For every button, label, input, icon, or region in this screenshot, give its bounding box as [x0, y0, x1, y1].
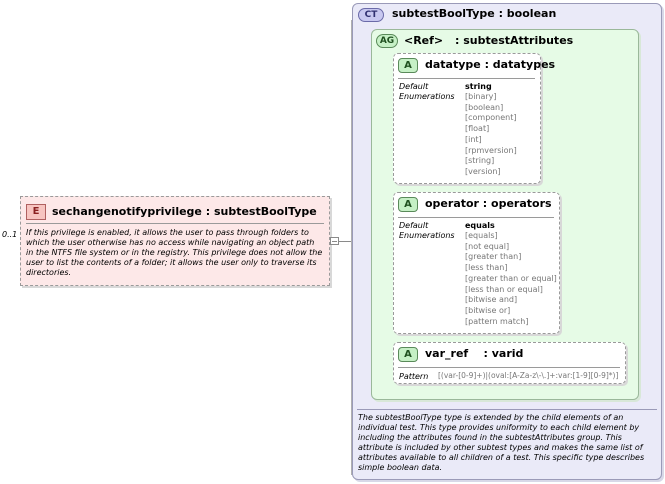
- attribute-operator-enum-label: Enumerations: [399, 231, 455, 240]
- attribute-var-ref-box[interactable]: [393, 342, 626, 384]
- attribute-operator-badge: A: [398, 197, 418, 212]
- connector-type-vertical: [351, 20, 352, 475]
- enum-value: [string]: [465, 156, 495, 166]
- attribute-var-ref-pattern-label: Pattern: [399, 372, 429, 381]
- enum-value: [float]: [465, 124, 490, 134]
- enum-value: [boolean]: [465, 102, 504, 112]
- attribute-datatype-default-label: Default: [399, 82, 429, 91]
- connector-element-to-type: [339, 241, 351, 242]
- attribute-var-ref-divider: [398, 367, 620, 368]
- enum-value: [less than or equal]: [465, 284, 543, 294]
- attribute-datatype-box[interactable]: [393, 53, 541, 184]
- enum-value: [bitwise or]: [465, 305, 511, 315]
- attribute-var-ref-badge: A: [398, 347, 418, 362]
- complex-type-doc-divider: [357, 409, 657, 410]
- attribute-datatype-enum-label: Enumerations: [399, 92, 455, 101]
- attribute-datatype-enum-list: [binary] [boolean] [component] [float] […: [465, 92, 517, 178]
- element-box[interactable]: [20, 196, 330, 286]
- enum-value: [greater than]: [465, 252, 522, 262]
- enum-value: [int]: [465, 134, 482, 144]
- attribute-datatype-badge: A: [398, 58, 418, 73]
- attribute-var-ref-title: var_ref : varid: [425, 347, 524, 360]
- enum-value: [version]: [465, 166, 501, 176]
- attribute-operator-enum-list: [equals] [not equal] [greater than] [les…: [465, 231, 557, 327]
- element-badge: E: [26, 204, 46, 220]
- attribute-group-name: : subtestAttributes: [455, 34, 574, 47]
- attribute-datatype-divider: [398, 78, 535, 79]
- enum-value: [component]: [465, 113, 517, 123]
- enum-value: [rpmversion]: [465, 145, 517, 155]
- attribute-group-ref: <Ref>: [404, 34, 444, 47]
- enum-value: [less than]: [465, 263, 508, 273]
- attribute-var-ref-pattern: [(var-[0-9]+)|(oval:[A-Za-z\-\.]+:var:[1…: [438, 371, 619, 380]
- attribute-operator-divider: [398, 217, 554, 218]
- enum-value: [binary]: [465, 92, 497, 101]
- attribute-datatype-title: datatype : datatypes: [425, 58, 556, 71]
- element-divider: [26, 223, 324, 224]
- complex-type-title: subtestBoolType : boolean: [392, 7, 557, 20]
- attribute-group-badge: AG: [376, 34, 398, 48]
- enum-value: [greater than or equal]: [465, 273, 557, 283]
- attribute-operator-default-label: Default: [399, 221, 429, 230]
- enum-value: [not equal]: [465, 241, 510, 251]
- attribute-datatype-default: string: [465, 82, 492, 91]
- enum-value: [equals]: [465, 231, 498, 240]
- attribute-operator-title: operator : operators: [425, 197, 552, 210]
- complex-type-badge: CT: [358, 8, 384, 22]
- element-title: sechangenotifyprivilege : subtestBoolTyp…: [52, 205, 317, 218]
- complex-type-documentation: The subtestBoolType type is extended by …: [358, 413, 645, 472]
- sequence-connector-icon: [330, 237, 339, 245]
- attribute-operator-box[interactable]: [393, 192, 560, 334]
- attribute-operator-default: equals: [465, 221, 495, 230]
- element-cardinality: 0..1: [2, 230, 18, 239]
- enum-value: [bitwise and]: [465, 295, 518, 305]
- enum-value: [pattern match]: [465, 316, 529, 326]
- element-documentation: If this privilege is enabled, it allows …: [26, 228, 323, 277]
